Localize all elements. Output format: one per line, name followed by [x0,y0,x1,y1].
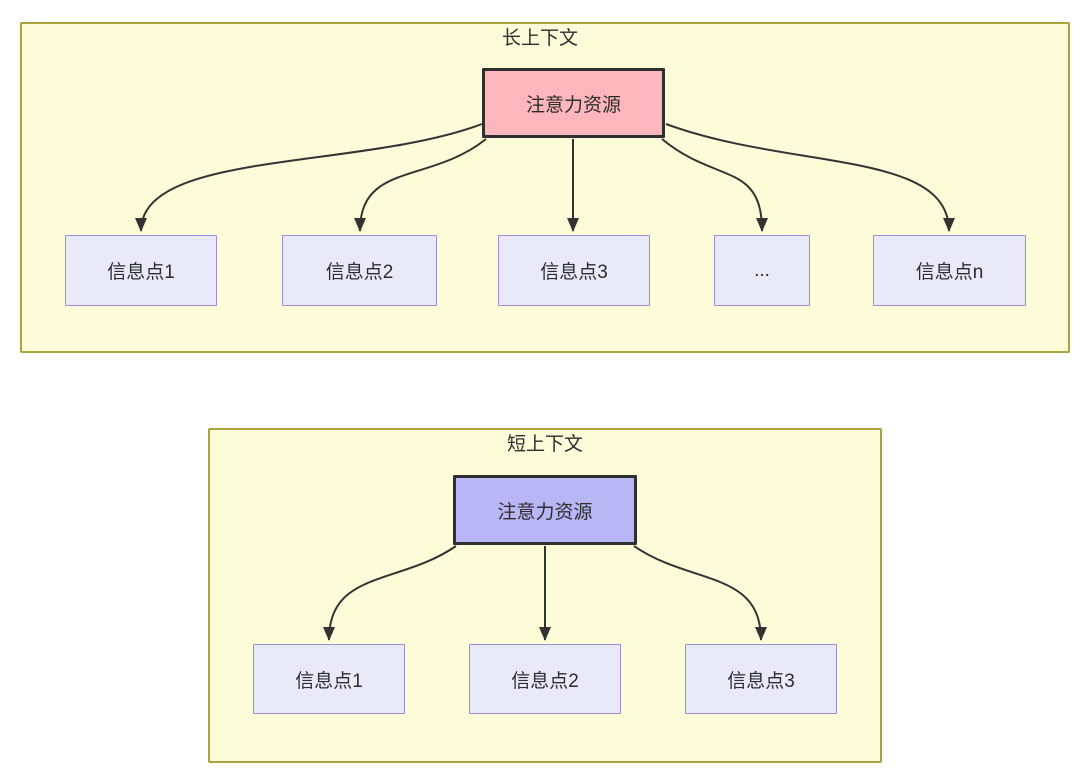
long-info-node-1: 信息点1 [65,235,217,306]
long-info-node-n: 信息点n [873,235,1026,306]
long-info-node-3: 信息点3 [498,235,650,306]
short-info-node-3: 信息点3 [685,644,837,714]
long-attention-node: 注意力资源 [482,68,665,138]
short-context-title: 短上下文 [506,434,583,455]
long-info-node-2: 信息点2 [282,235,437,306]
long-context-title: 长上下文 [501,28,578,49]
short-info-node-1: 信息点1 [253,644,405,714]
short-info-node-2: 信息点2 [469,644,621,714]
short-attention-node: 注意力资源 [453,475,637,545]
long-info-node-dots: ... [714,235,810,306]
